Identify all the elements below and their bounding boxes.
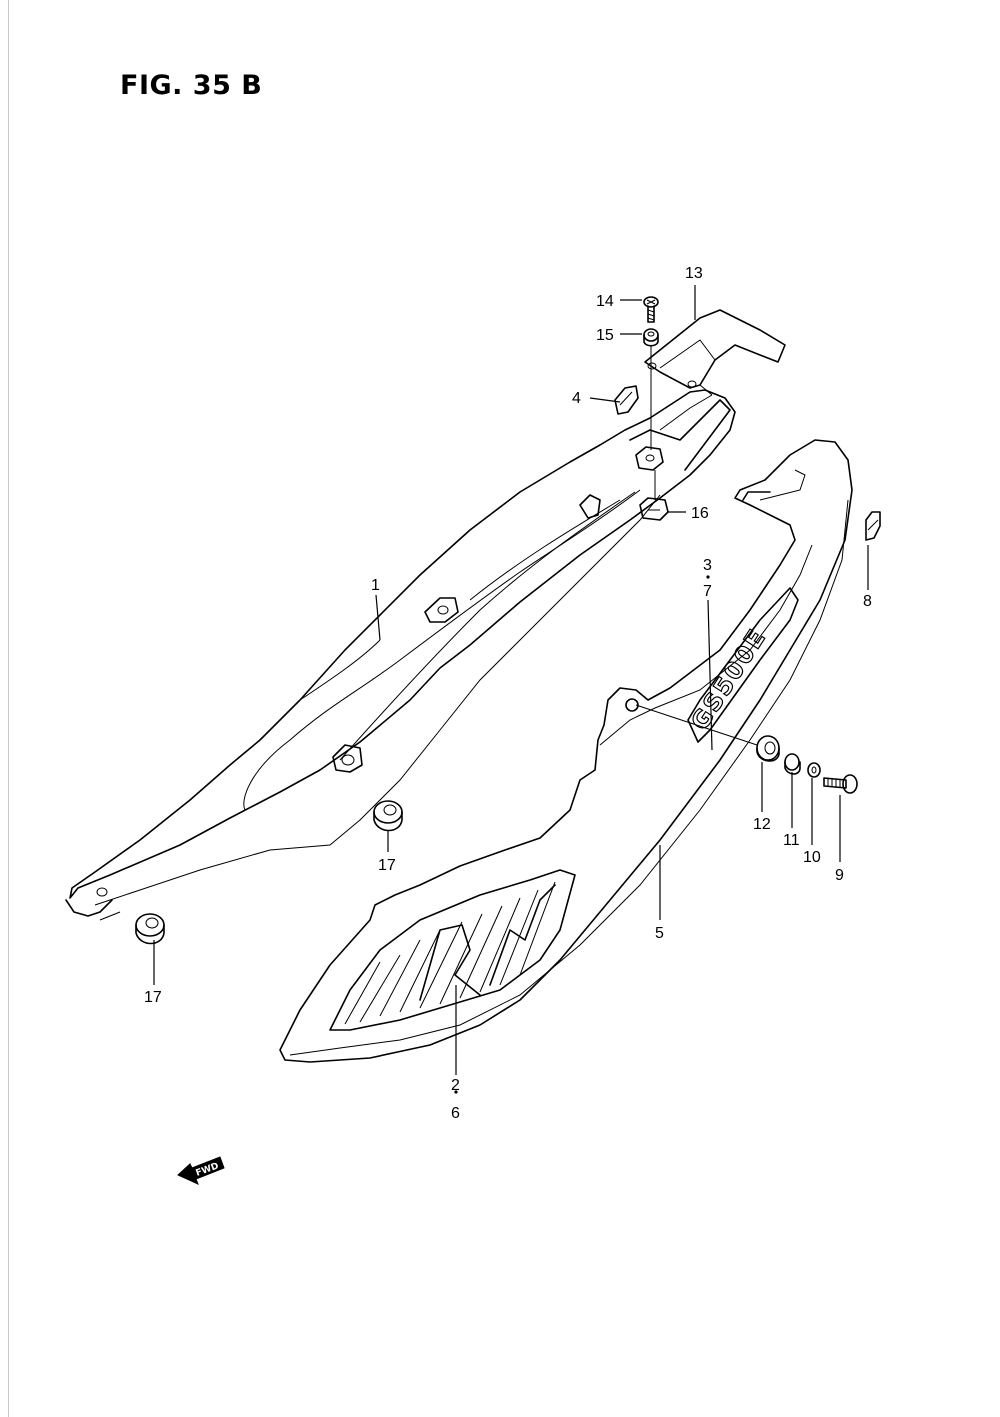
fastener-axis-line [650,345,656,500]
callout-13: 13 [685,265,703,282]
callout-11: 11 [783,832,800,849]
callout-17-lower: 17 [144,989,162,1006]
gs500e-decal-text: GS500E [686,623,772,735]
part-11-collar [784,753,801,775]
callout-3: 3 [703,557,712,574]
fwd-arrow-icon: FWD [177,1156,225,1185]
callout-10: 10 [803,849,821,866]
part-10-washer [807,762,821,778]
part-8-tab [865,511,881,541]
part-13-bracket [644,309,786,396]
upper-clip-nut [635,446,664,471]
callout-6: 6 [451,1105,460,1122]
callout-17-upper: 17 [378,857,396,874]
callout-9: 9 [835,867,844,884]
part-9-bolt [823,774,858,794]
part-4-clip [614,385,639,415]
callout-15: 15 [596,327,614,344]
binding-edge [8,0,9,1417]
callout-5: 5 [655,925,664,942]
fwd-label: FWD [195,1161,221,1178]
part-1-frame-cover [65,389,736,921]
callout-labels: 1 2 6 3 7 4 5 8 9 10 11 12 13 14 15 16 1… [144,265,872,1122]
callout-16: 16 [691,505,709,522]
part-14-screw [643,296,659,323]
callout-7: 7 [703,583,712,600]
callout-12: 12 [753,816,771,833]
hardware-axis-line [635,704,758,746]
part-15-washer [643,328,659,347]
callout-8: 8 [863,593,872,610]
callout-2: 2 [451,1077,460,1094]
figure-title: FIG. 35 B [120,70,263,101]
callout-1: 1 [371,577,380,594]
part-17-grommet-lower [135,913,165,945]
part-12-grommet [756,735,780,762]
callout-4: 4 [572,390,581,407]
leader-lines [153,285,869,1094]
callout-14: 14 [596,293,614,310]
part-17-grommet-upper [373,800,403,832]
